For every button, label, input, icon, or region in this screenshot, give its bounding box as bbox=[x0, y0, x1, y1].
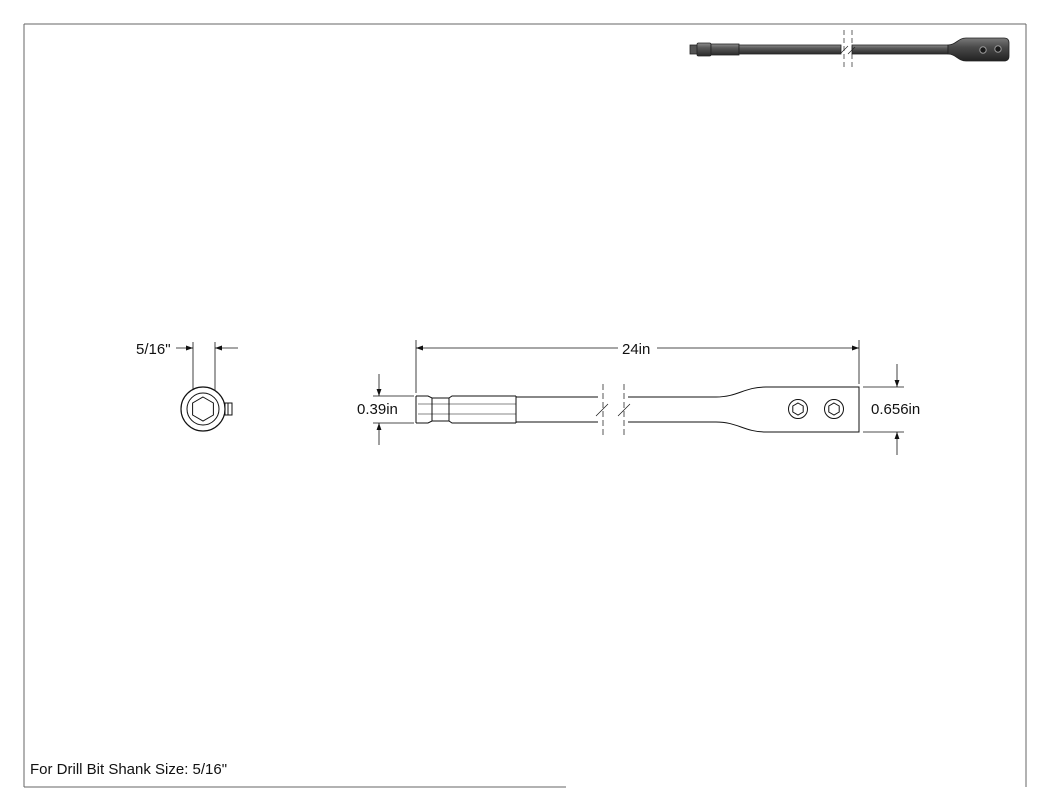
product-render bbox=[689, 30, 1010, 70]
shank-size-dimension: 5/16" bbox=[136, 341, 171, 358]
overall-length-dimension: 24in bbox=[622, 341, 650, 358]
sheet-border bbox=[23, 23, 1027, 788]
hex-width-dimension-lines bbox=[373, 374, 414, 445]
overall-length-dimension-lines bbox=[415, 340, 860, 393]
side-view bbox=[415, 384, 860, 436]
head-width-dimension-lines bbox=[863, 364, 904, 455]
head-width-dimension: 0.656in bbox=[871, 401, 920, 418]
end-view bbox=[176, 342, 238, 432]
hex-width-dimension: 0.39in bbox=[357, 401, 398, 418]
shank-size-note: For Drill Bit Shank Size: 5/16" bbox=[30, 761, 228, 778]
